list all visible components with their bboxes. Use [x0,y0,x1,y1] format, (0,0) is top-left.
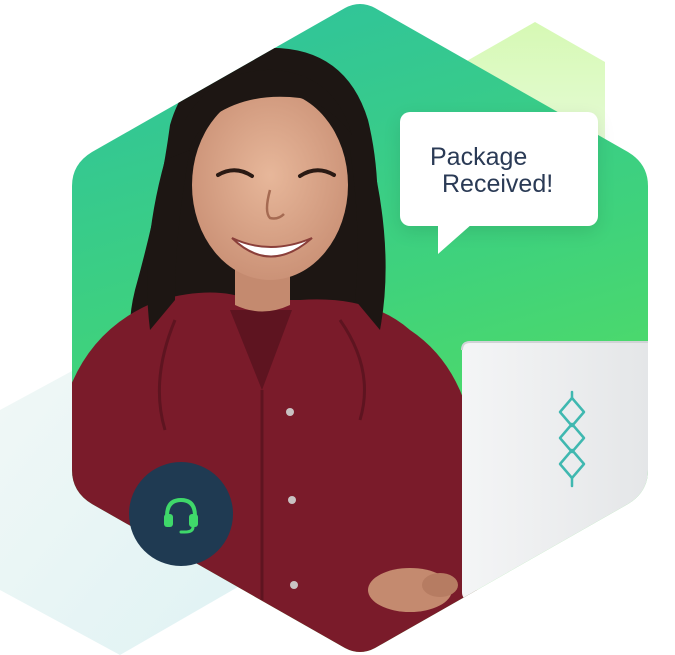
headset-icon [164,497,198,534]
support-badge [129,462,233,566]
speech-bubble-text-line1: Package [430,143,528,171]
diamond-chain-logo-icon [558,390,586,488]
speech-bubble-tail [438,224,472,254]
speech-bubble: Package Received! [400,112,598,254]
speech-bubble-text-line2: Received! [442,170,554,198]
